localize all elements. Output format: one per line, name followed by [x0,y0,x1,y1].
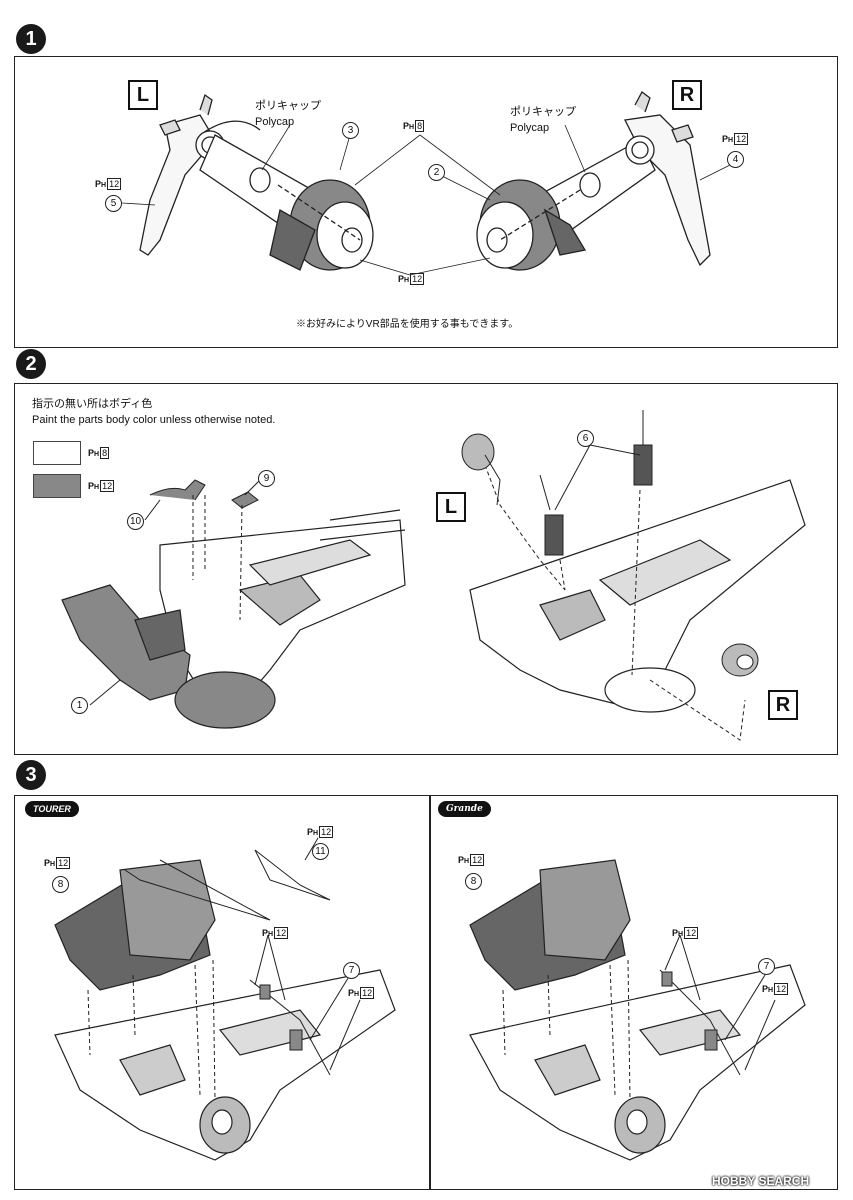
grande-part-7-callout: 7 [758,958,775,975]
legend-white-swatch [33,441,81,465]
part-3-callout: 3 [342,122,359,139]
polycap-right-en: Polycap [510,122,550,134]
polycap-right-jp: ポリキャップ [510,106,576,118]
part-2-callout: 2 [428,164,445,181]
step1-note: ※お好みによりVR部品を使用する事もできます。 [296,319,519,330]
step2-left-label: L [436,492,466,522]
grande-badge: Grande [438,801,491,817]
watermark: HOBBY SEARCH [712,1174,810,1188]
part-4-callout: 4 [727,151,744,168]
step1-left-label: L [128,80,158,110]
part-5-callout: 5 [105,195,122,212]
step-1-badge: 1 [16,24,46,54]
grande-part-8-callout: 8 [465,873,482,890]
part-1-callout: 1 [71,697,88,714]
step2-panel [14,383,838,755]
polycap-left-jp: ポリキャップ [255,100,321,112]
part-9-callout: 9 [258,470,275,487]
tourer-part-11-callout: 11 [312,843,329,860]
step-3-badge: 3 [16,760,46,790]
step-2-badge: 2 [16,349,46,379]
polycap-left-en: Polycap [255,116,295,128]
legend-gray-swatch [33,474,81,498]
tourer-part-8-callout: 8 [52,876,69,893]
step2-right-label: R [768,690,798,720]
tourer-badge: TOURER [25,801,79,817]
tourer-part-7-callout: 7 [343,962,360,979]
step2-note-en: Paint the parts body color unless otherw… [32,414,276,426]
step1-right-label: R [672,80,702,110]
part-6-callout: 6 [577,430,594,447]
step2-note-jp: 指示の無い所はボディ色 [32,398,153,410]
part-10-callout: 10 [127,513,144,530]
